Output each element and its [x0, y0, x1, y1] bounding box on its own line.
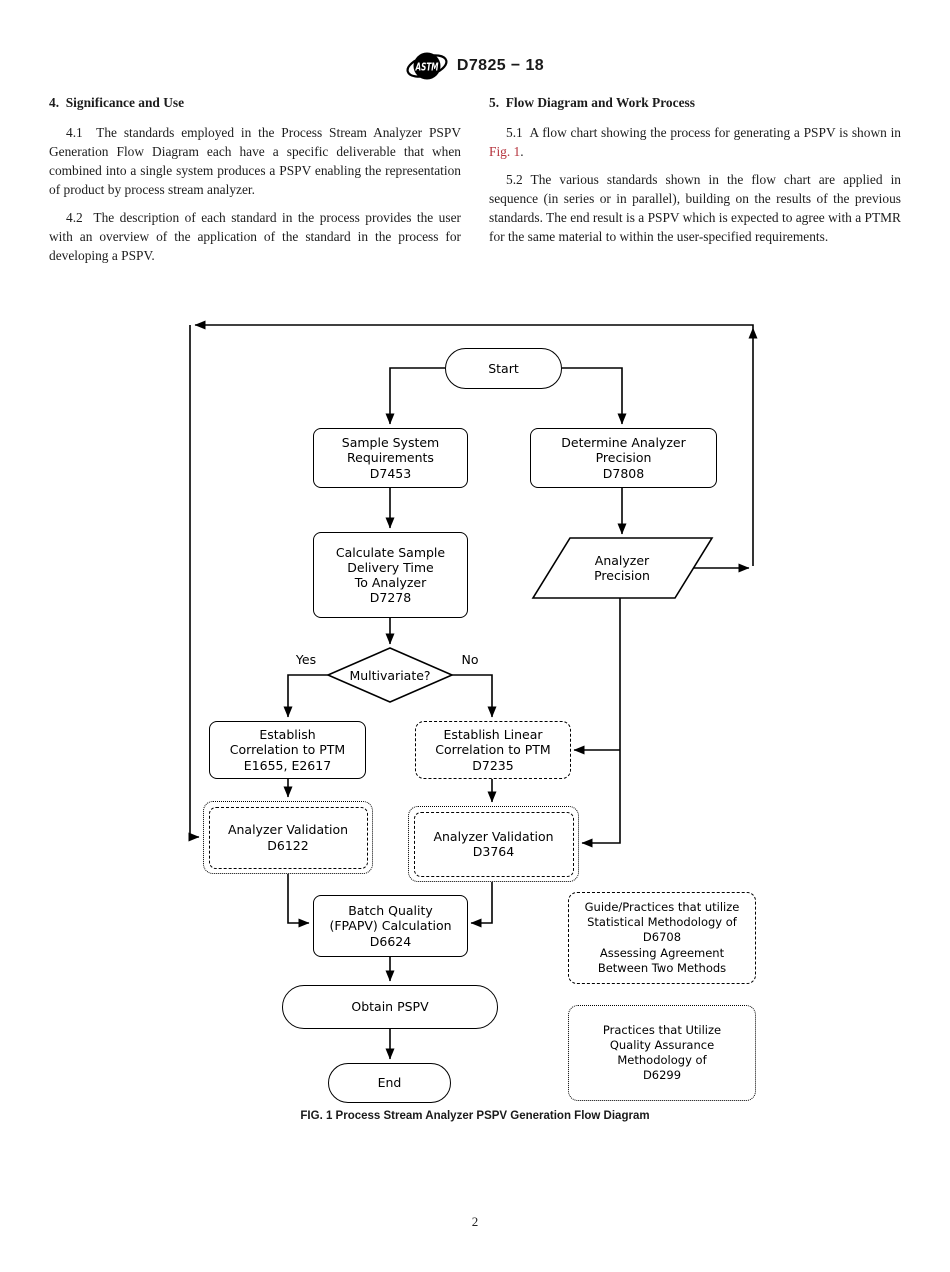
paragraph-5-1-period: . — [520, 144, 524, 160]
node-determine-analyzer-d7808: Determine Analyzer Precision D7808 — [530, 428, 717, 488]
paragraph-4-2: 4.2 The description of each standard in … — [49, 210, 461, 264]
section-4-heading: 4. Significance and Use — [49, 95, 185, 110]
node-obtain-pspv: Obtain PSPV — [282, 985, 498, 1029]
node-analyzer-validation-d6122: Analyzer Validation D6122 — [203, 801, 373, 874]
page-number: 2 — [471, 1214, 479, 1229]
figure-caption: FIG. 1 Process Stream Analyzer PSPV Gene… — [300, 1110, 650, 1122]
branch-label-no: No — [461, 652, 479, 667]
astm-logo-icon: ASTM — [406, 52, 448, 80]
branch-label-yes: Yes — [295, 652, 317, 667]
paragraph-5-1-text: 5.1 A flow chart showing the process for… — [506, 125, 901, 141]
node-establish-correlation-e1655: Establish Correlation to PTM E1655, E261… — [209, 721, 366, 779]
node-analyzer-precision: Analyzer Precision — [594, 552, 650, 583]
paragraph-5-1: 5.1 A flow chart showing the process for… — [489, 123, 901, 161]
node-analyzer-validation-d6122-label: Analyzer Validation D6122 — [208, 806, 368, 869]
node-analyzer-validation-d3764: Analyzer Validation D3764 — [408, 806, 579, 882]
analyzer-precision-parallelogram — [531, 537, 714, 599]
node-end: End — [328, 1063, 451, 1103]
legend-quality-assurance-d6299: Practices that Utilize Quality Assurance… — [568, 1005, 756, 1101]
paragraph-4-1: 4.1 The standards employed in the Proces… — [49, 125, 461, 198]
node-multivariate-decision: Multivariate? — [349, 667, 431, 683]
legend-statistical-methodology-d6708: Guide/Practices that utilize Statistical… — [568, 892, 756, 984]
column-left: 4. Significance and Use 4.1 The standard… — [49, 93, 461, 274]
svg-text:ASTM: ASTM — [415, 61, 439, 74]
node-sample-system-d7453: Sample System Requirements D7453 — [313, 428, 468, 488]
doc-number: D7825 − 18 — [456, 57, 545, 74]
node-batch-quality-d6624: Batch Quality (FPAPV) Calculation D6624 — [313, 895, 468, 957]
node-start: Start — [445, 348, 562, 389]
node-establish-linear-d7235: Establish Linear Correlation to PTM D723… — [415, 721, 571, 779]
section-5-heading: 5. Flow Diagram and Work Process — [489, 95, 695, 110]
node-analyzer-validation-d3764-label: Analyzer Validation D3764 — [413, 811, 574, 877]
page-header: ASTM D7825 − 18 — [0, 48, 950, 84]
node-calculate-sample-d7278: Calculate Sample Delivery Time To Analyz… — [313, 532, 468, 618]
multivariate-diamond — [325, 647, 455, 703]
fig-1-link[interactable]: Fig. 1 — [489, 144, 521, 160]
paragraph-5-2: 5.2 The various standards shown in the f… — [489, 172, 901, 245]
column-right: 5. Flow Diagram and Work Process 5.1 A f… — [489, 93, 901, 255]
